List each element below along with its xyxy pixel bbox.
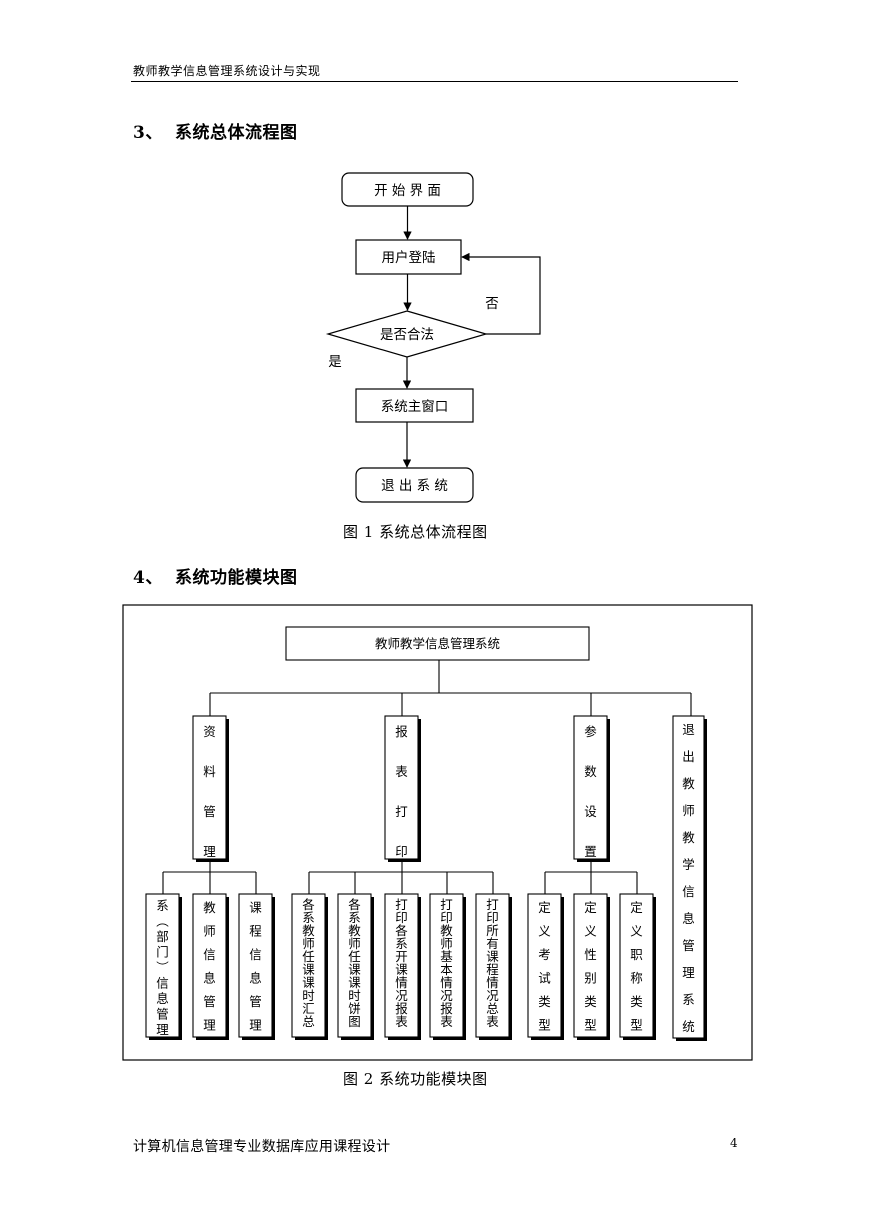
running-header: 教师教学信息管理系统设计与实现 — [133, 64, 321, 78]
flow-no-label: 否 — [485, 296, 499, 312]
module-box — [573, 893, 608, 1038]
flowchart-diagram: 开 始 界 面 用户登陆 是否合法 否 是 系统主窗口 退 出 系 统 — [325, 172, 541, 503]
module-leaf-course-info: 课程信息管理 — [238, 893, 275, 1040]
flow-login-label: 用户登陆 — [382, 249, 436, 266]
module-group-report-printing: 报表打印 — [384, 715, 421, 862]
module-box — [573, 715, 608, 860]
module-vertical-label: 定义性别类型 — [584, 900, 597, 1033]
header-rule — [131, 81, 738, 82]
section-3-number: 3、 — [133, 123, 163, 143]
module-box — [619, 893, 654, 1038]
module-vertical-label: 打印教师基本情况报表 — [440, 897, 453, 1029]
module-box — [527, 893, 562, 1038]
flow-login-box — [355, 239, 462, 275]
module-box — [291, 893, 326, 1038]
module-leaf-gender-type: 定义性别类型 — [573, 893, 610, 1040]
section-4-number: 4、 — [133, 568, 163, 588]
section-4-heading: 4、系统功能模块图 — [133, 563, 298, 588]
module-box — [192, 715, 227, 860]
module-leaf-teacher-info: 教师信息管理 — [192, 893, 229, 1040]
module-box — [238, 893, 273, 1038]
figure-2-caption: 图 2 系统功能模块图 — [343, 1070, 488, 1088]
module-vertical-label: 报表打印 — [395, 724, 408, 859]
module-vertical-label: 退出教师教学信息管理系统 — [682, 722, 695, 1034]
flow-start-label: 开 始 界 面 — [374, 183, 441, 199]
module-box — [337, 893, 372, 1038]
module-leaf-department-info: 系︵部门︶信息管理 — [145, 893, 182, 1040]
flow-decision-label: 是否合法 — [380, 327, 434, 343]
flow-exit-label: 退 出 系 统 — [381, 478, 448, 494]
module-vertical-label: 资料管理 — [203, 724, 216, 859]
module-diagram: 教师教学信息管理系统 资料管理 报表打印 参数设置 退出教师教学信息管理系统 — [122, 604, 753, 1061]
module-vertical-label: 课程信息管理 — [249, 900, 262, 1033]
module-box — [384, 715, 419, 860]
module-vertical-label: 各系教师任课课时汇总 — [302, 897, 315, 1029]
module-box — [429, 893, 464, 1038]
module-leaf-title-type: 定义职称类型 — [619, 893, 656, 1040]
footer-page-number: 4 — [730, 1136, 738, 1150]
module-vertical-label: 定义职称类型 — [630, 900, 643, 1033]
flow-arrow-no-loop — [461, 252, 541, 335]
flow-exit-box — [355, 467, 474, 503]
module-root-box — [285, 626, 590, 661]
module-leaf-teaching-hours-pie: 各系教师任课课时饼图 — [337, 893, 374, 1040]
module-box — [192, 893, 227, 1038]
module-vertical-label: 教师信息管理 — [203, 900, 216, 1033]
module-leaf-teacher-basic-report: 打印教师基本情况报表 — [429, 893, 466, 1040]
module-box — [672, 715, 705, 1039]
module-vertical-label: 系︵部门︶信息管理 — [156, 898, 169, 1037]
module-vertical-label: 打印所有课程情况总表 — [486, 897, 499, 1029]
module-vertical-label: 各系教师任课课时饼图 — [348, 897, 361, 1029]
module-leaf-course-offering-report: 打印各系开课情况报表 — [384, 893, 421, 1040]
module-vertical-label: 打印各系开课情况报表 — [395, 897, 408, 1029]
module-leaf-teaching-hours-summary: 各系教师任课课时汇总 — [291, 893, 328, 1040]
section-4-title: 系统功能模块图 — [175, 568, 298, 588]
footer-course-title: 计算机信息管理专业数据库应用课程设计 — [133, 1139, 391, 1155]
module-root-label: 教师教学信息管理系统 — [375, 636, 500, 651]
module-vertical-label: 定义考试类型 — [538, 900, 551, 1033]
flow-main-window-box — [355, 388, 474, 423]
module-group-parameter-settings: 参数设置 — [573, 715, 610, 862]
section-3-heading: 3、系统总体流程图 — [133, 118, 298, 143]
module-group-exit-system: 退出教师教学信息管理系统 — [672, 715, 707, 1041]
module-vertical-label: 参数设置 — [584, 724, 597, 859]
module-leaf-all-courses-report: 打印所有课程情况总表 — [475, 893, 512, 1040]
flow-main-window-label: 系统主窗口 — [381, 398, 449, 415]
module-diagram-frame — [122, 604, 753, 1061]
module-box — [475, 893, 510, 1038]
flow-yes-label: 是 — [328, 354, 342, 370]
module-box — [145, 893, 180, 1038]
module-leaf-exam-type: 定义考试类型 — [527, 893, 564, 1040]
figure-1-caption: 图 1 系统总体流程图 — [343, 523, 488, 541]
section-3-title: 系统总体流程图 — [175, 123, 298, 143]
module-box — [384, 893, 419, 1038]
module-group-data-management: 资料管理 — [192, 715, 229, 862]
